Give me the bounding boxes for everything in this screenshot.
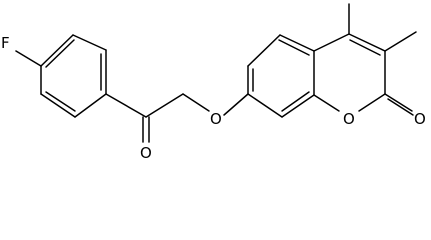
ether-oxygen-label: O — [210, 110, 222, 128]
molecule-structure-diagram: F O O O O — [1, 3, 426, 162]
bond-ether-aryl — [223, 93, 249, 116]
fluorine-label: F — [1, 34, 10, 52]
bond-aryl-carbonyl — [105, 93, 147, 118]
bond-aryl — [40, 34, 74, 67]
bond-lactone-carbonyl-double — [387, 98, 414, 116]
bond-coumarin-ring-inner — [278, 39, 310, 56]
bond-fluorine — [15, 50, 42, 67]
bond-coumarin-ring — [247, 93, 283, 118]
bond-coumarin-ring — [281, 94, 315, 118]
ring-oxygen-label: O — [343, 110, 355, 128]
bond-lines — [15, 3, 417, 143]
bond-aryl-inner — [45, 91, 76, 112]
bond-methylene-ether — [182, 93, 210, 112]
bond-coumarin-ring-inner — [281, 91, 310, 112]
bond-methyl-3 — [384, 31, 417, 52]
lactone-oxygen-label: O — [414, 110, 426, 128]
bond-aryl — [74, 93, 107, 118]
ketone-oxygen-label: O — [140, 144, 152, 162]
bond-pyranone — [348, 33, 386, 52]
bond-aryl-inner — [45, 39, 75, 68]
bond-pyranone-inner — [349, 39, 381, 56]
bond-coumarin-ring — [279, 34, 315, 52]
bond-coumarin-ring — [247, 34, 281, 67]
atom-labels: F O O O O — [1, 34, 426, 162]
bond-aryl — [72, 34, 107, 51]
bond-carbonyl-methylene — [145, 93, 184, 118]
bond-pyranone — [313, 33, 350, 52]
bond-lactone-carbonyl — [384, 93, 413, 112]
bond-pyranone — [358, 93, 386, 112]
bond-aryl — [40, 93, 76, 118]
bond-pyranone — [313, 94, 340, 112]
